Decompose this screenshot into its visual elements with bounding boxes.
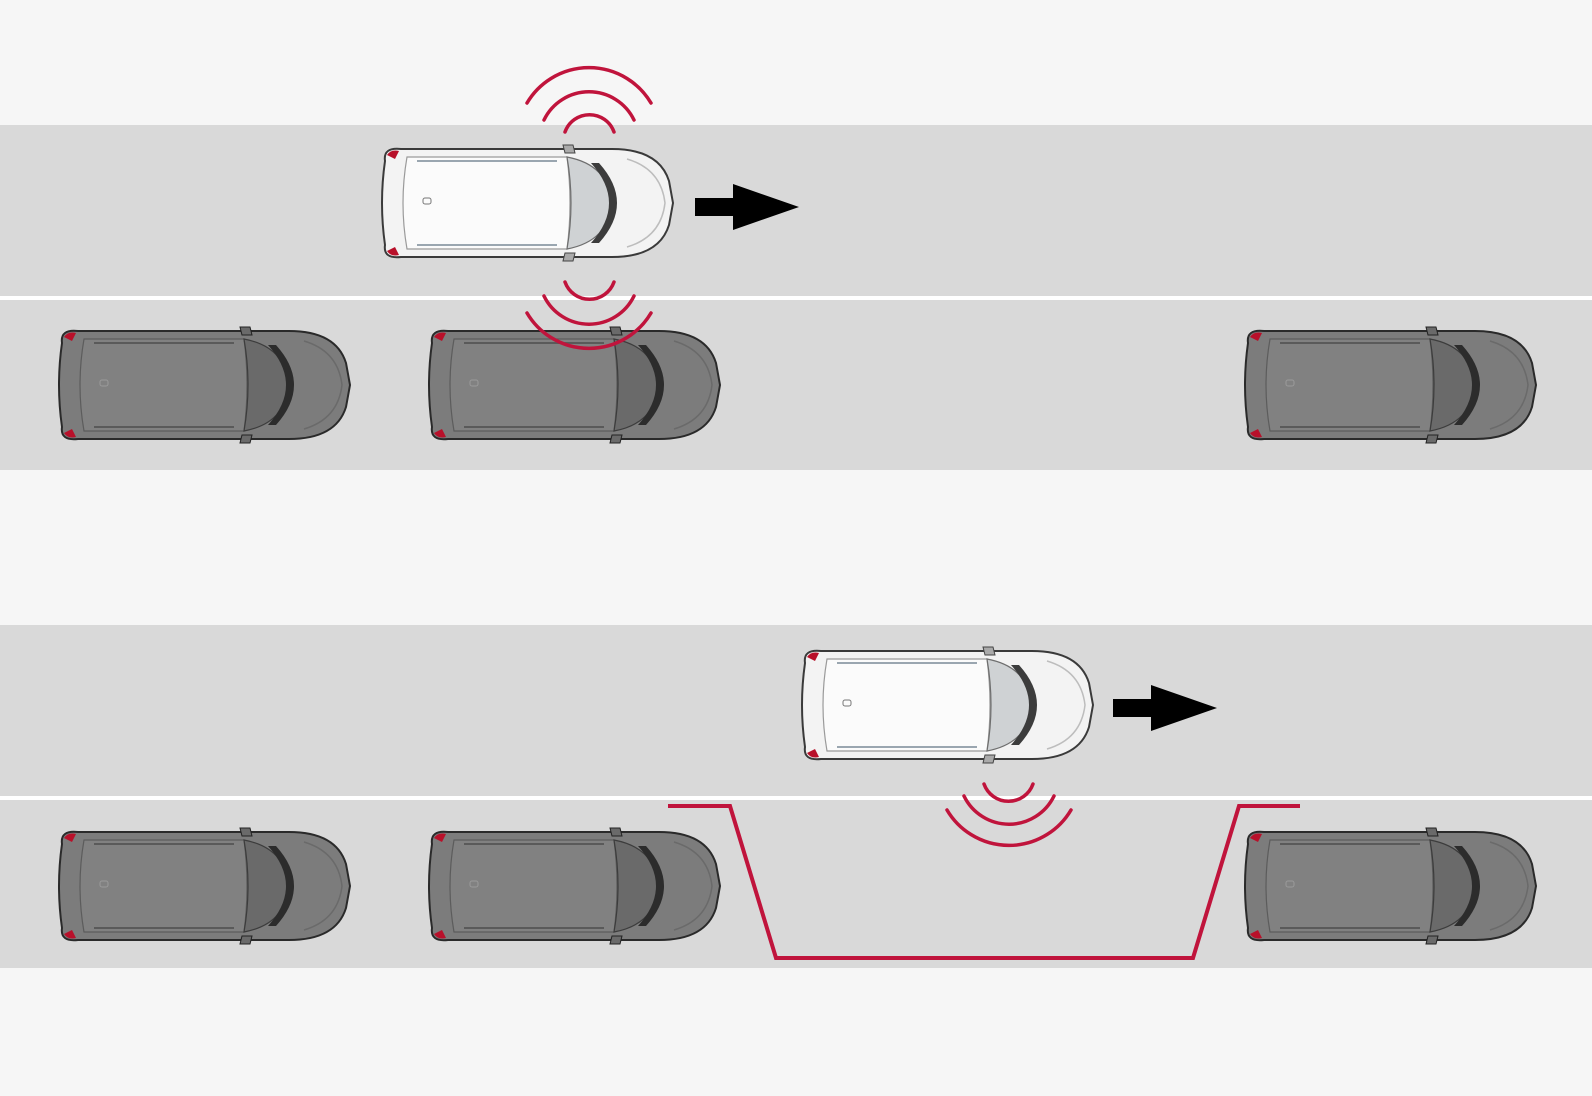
moving-car [381, 144, 674, 262]
front-sensor-waves-icon [525, 65, 653, 134]
lane-divider [0, 296, 1592, 300]
driving-lane [0, 625, 1592, 796]
rear-sensor-waves-icon [945, 782, 1073, 848]
panel-searching [0, 65, 1592, 470]
parked-car [428, 326, 721, 444]
parked-car [1244, 326, 1537, 444]
parking-space-outline [668, 804, 1300, 960]
parked-car [58, 326, 351, 444]
rear-sensor-waves-icon [525, 280, 653, 351]
parked-car [58, 827, 351, 945]
parked-car [1244, 827, 1537, 945]
lane-divider [0, 796, 1592, 800]
panel-space-detected [0, 625, 1592, 968]
moving-car [801, 646, 1094, 764]
driving-lane [0, 125, 1592, 296]
parked-car [428, 827, 721, 945]
